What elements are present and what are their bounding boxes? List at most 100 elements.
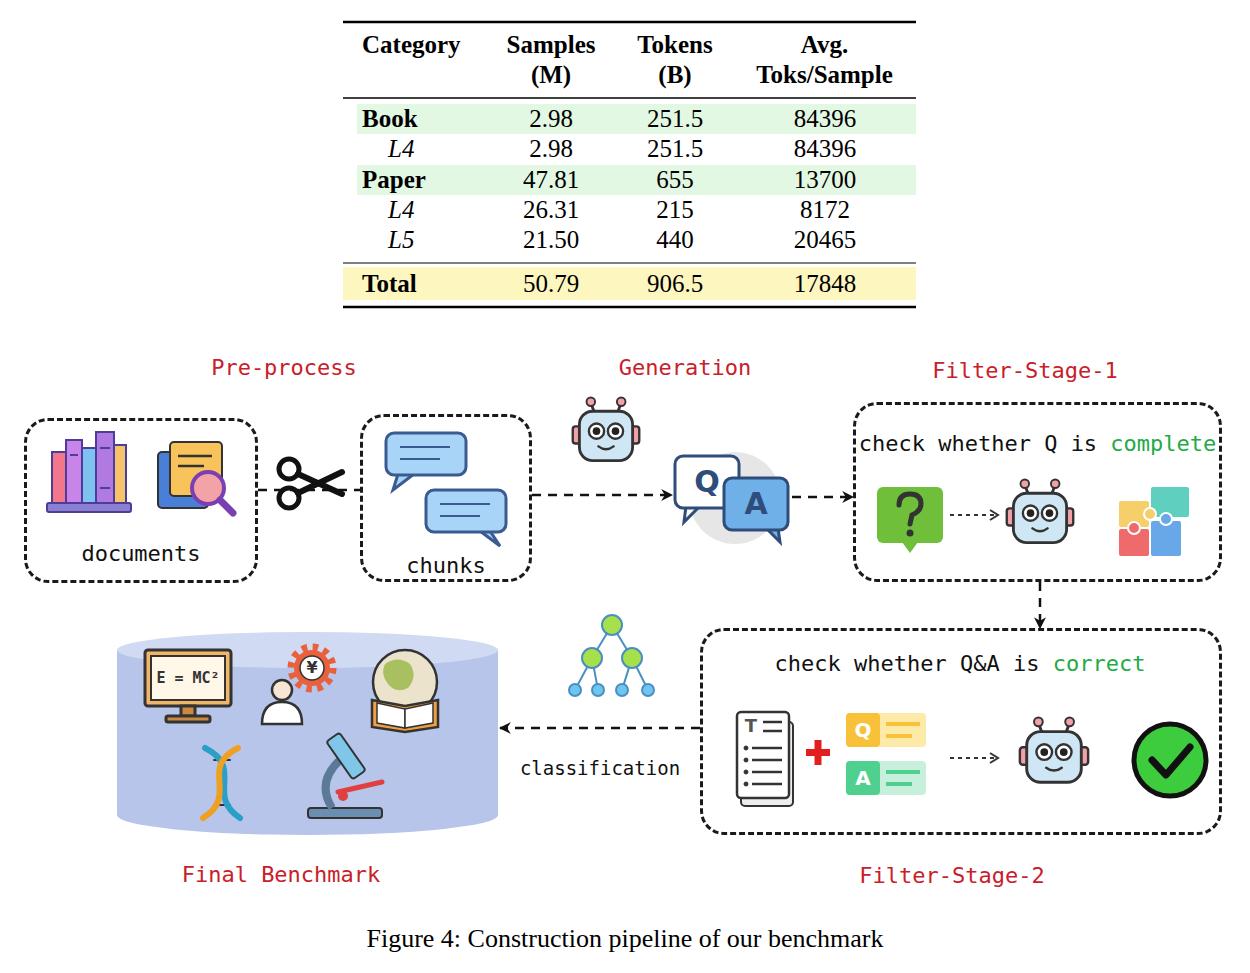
qa-icon: QA (672, 448, 792, 548)
text-line: chunks (363, 550, 529, 582)
chunk-bubbles-part (440, 515, 480, 517)
check-icon (1134, 724, 1206, 796)
chunk-bubbles-part (426, 490, 506, 532)
node-text: Q (694, 464, 720, 499)
table-rule-part (343, 262, 916, 263)
qa-tag-part (846, 761, 880, 795)
small-arrow-part (950, 757, 996, 759)
tree-icon-part (642, 684, 654, 696)
table-highlight (343, 104, 916, 300)
chunk-box: chunks (360, 414, 532, 582)
table-highlight-part (357, 165, 916, 195)
robot-icon-part (1007, 479, 1074, 542)
books-icon-part (96, 432, 114, 504)
table-cell: 251.5 (615, 104, 735, 134)
document-icon-part (752, 747, 782, 750)
document-icon (737, 712, 793, 806)
books-icon-part (70, 454, 78, 456)
stage-title: Generation (585, 352, 785, 384)
text-line: A (736, 487, 776, 523)
search-document-icon-part (170, 442, 222, 496)
table-cell: L4 (388, 134, 414, 164)
books-icon-part (100, 447, 110, 449)
table-cell: 8172 (745, 195, 905, 225)
currency-symbol: ¥ (300, 656, 324, 680)
check-icon-part (1134, 724, 1206, 796)
a-bubble (724, 478, 788, 530)
tree-icon-part (612, 625, 632, 658)
scissors-icon (279, 459, 342, 508)
tree-icon-part (602, 615, 622, 635)
dashed-arrow (792, 496, 853, 499)
dashed-arrow (258, 489, 360, 492)
qa-tag-part (846, 761, 926, 795)
puzzle-icon-part (1118, 500, 1150, 528)
dashed-arrow (532, 494, 672, 497)
table-rule-part (343, 306, 916, 308)
search-document-icon (158, 442, 233, 513)
small-arrow-part (990, 753, 998, 763)
node-text: documents (81, 541, 200, 566)
text-line: Filter-Stage-1 (853, 355, 1197, 387)
qa-tag-part (886, 734, 912, 738)
document-icon-part (744, 746, 748, 750)
document-icon-part (752, 759, 782, 762)
search-document-icon-part (178, 455, 212, 458)
tree-icon-part (569, 684, 581, 696)
tree-icon-part (592, 658, 598, 690)
puzzle-icon-part (1150, 486, 1190, 518)
chunk-bubbles-part (400, 446, 450, 448)
scissors-icon-part (279, 488, 299, 508)
dashed-arrow (1039, 582, 1042, 628)
question-icon (877, 487, 943, 553)
text-line: Final Benchmark (115, 859, 447, 891)
puzzle-icon-part (1118, 528, 1150, 557)
cylinder-body (117, 650, 498, 835)
table-cell: 17848 (745, 269, 905, 299)
table-cell: 13700 (745, 165, 905, 195)
text-line: check whether Q iscomplete (853, 428, 1222, 460)
books-icon-part (47, 503, 131, 512)
puzzle-icon-part (1144, 508, 1156, 520)
books-icon-part (114, 445, 126, 504)
table-cell: 2.98 (491, 104, 611, 134)
scissors-icon-part (279, 459, 299, 479)
puzzle-icon-part (1150, 520, 1182, 557)
bubble-shape (672, 448, 792, 548)
search-document-icon-part (158, 452, 208, 508)
puzzle-icon (1118, 486, 1190, 557)
qa-tag-part (886, 770, 920, 774)
table-cell: L4 (388, 195, 414, 225)
document-icon-part (763, 730, 782, 733)
qa-tag-part (886, 782, 912, 786)
small-arrow (950, 510, 998, 763)
table-cell: 84396 (745, 134, 905, 164)
table-header: Avg. Toks/Sample (742, 30, 907, 90)
stage-title: Pre-process (184, 352, 384, 384)
small-arrow-part (990, 510, 998, 520)
table-cell: 655 (615, 165, 735, 195)
table-header: Category (362, 30, 461, 60)
tree-icon (569, 615, 654, 696)
plus-sign (806, 740, 830, 765)
table-cell: Paper (362, 165, 426, 195)
plus-sign-part (815, 740, 822, 765)
chunk-bubbles-part (393, 474, 414, 490)
tree-icon-part (575, 658, 592, 690)
text-line: check whether Q&A iscorrect (700, 648, 1220, 680)
search-document-icon-part (192, 472, 224, 504)
table-highlight-part (343, 267, 916, 300)
robot-icon-part (573, 397, 640, 460)
tree-icon-part (632, 658, 648, 690)
books-icon-part (100, 487, 110, 489)
table-rule (343, 22, 916, 307)
icon-letter: Q (846, 713, 880, 747)
scissors-icon-part (298, 472, 342, 493)
document-icon-part (744, 758, 748, 762)
chunk-bubbles (386, 433, 506, 546)
node-text: chunks (406, 553, 485, 578)
node-text: Filter-Stage-2 (859, 863, 1044, 888)
document-icon-part (737, 712, 789, 798)
table-header: Samples (M) (496, 30, 606, 90)
